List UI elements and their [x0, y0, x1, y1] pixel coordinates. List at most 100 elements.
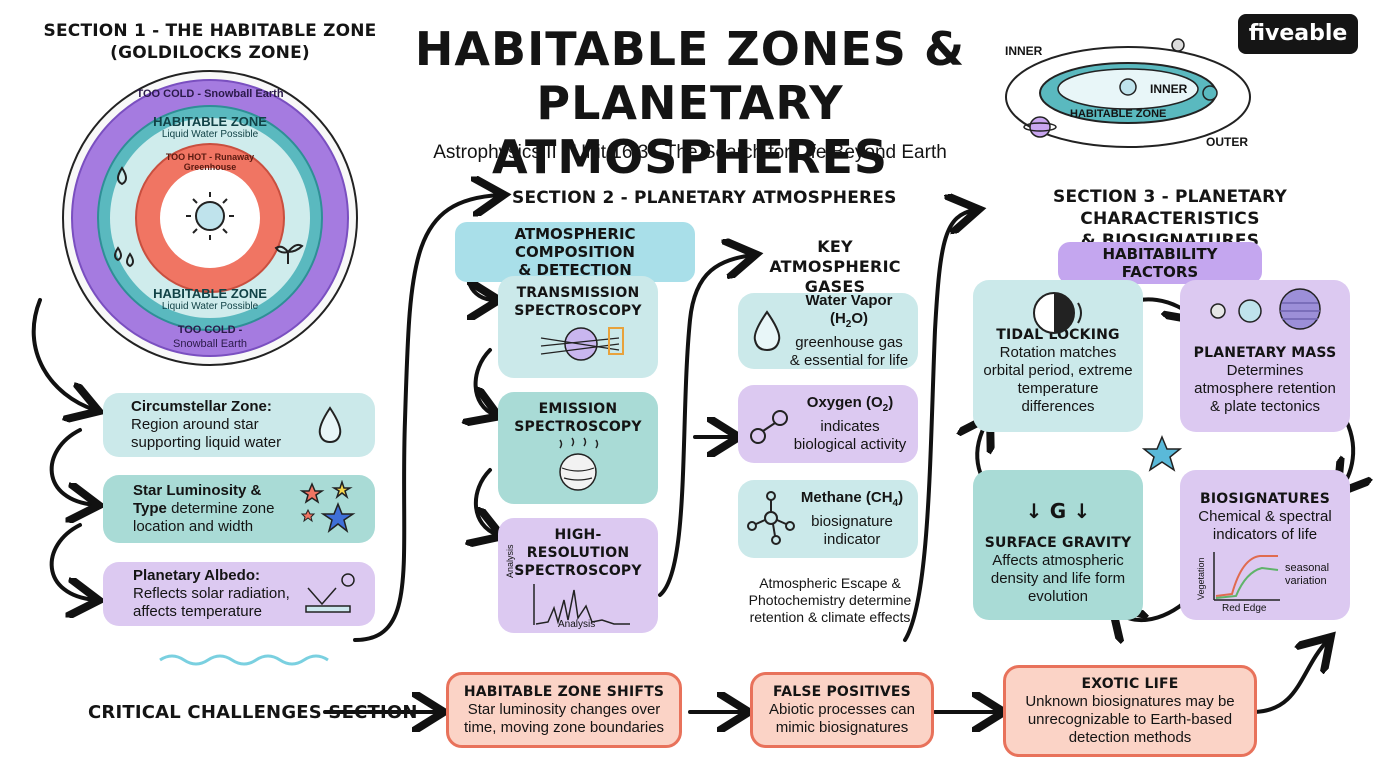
- ring-label-too-cold-top: TOO COLD - Snowball Earth: [136, 88, 284, 100]
- oxygen-line2: biological activity: [793, 436, 907, 453]
- luminosity-title: Star Luminosity &: [133, 482, 262, 499]
- highres-y-label: Analysis: [505, 544, 515, 578]
- false-title: FALSE POSITIVES: [773, 684, 911, 700]
- biosig-y-label: Vegetation: [1196, 557, 1206, 600]
- oxygen-end: ): [888, 394, 894, 411]
- exotic-title: EXOTIC LIFE: [1081, 676, 1179, 692]
- gases-line1: KEY ATMOSPHERIC: [769, 237, 901, 276]
- planetary-albedo-card: Planetary Albedo: Reflects solar radiati…: [103, 562, 375, 626]
- methane-end: ): [898, 489, 904, 506]
- methane-sub: 4: [892, 498, 899, 509]
- transmission-icon: [540, 327, 624, 361]
- luminosity-type: Type: [133, 500, 167, 517]
- oxygen-line1: indicates: [820, 418, 880, 435]
- tidal-locking-card: TIDAL LOCKING Rotation matches orbital p…: [973, 280, 1143, 432]
- title-line-2: PLANETARY ATMOSPHERES: [491, 76, 889, 184]
- biosig-line1: Chemical & spectral: [1198, 508, 1332, 525]
- gravity-line2: density and life form: [990, 570, 1126, 587]
- fiveable-logo[interactable]: fiveable: [1238, 14, 1358, 54]
- atmospheric-escape-note: Atmospheric Escape & Photochemistry dete…: [720, 575, 940, 626]
- water-drop-icon: [318, 406, 342, 444]
- albedo-line2: affects temperature: [133, 603, 262, 620]
- oxygen-name: Oxygen (O: [806, 394, 883, 411]
- tidal-moon-icon: [1033, 292, 1082, 334]
- shifts-title: HABITABLE ZONE SHIFTS: [463, 684, 665, 700]
- tidal-title: TIDAL LOCKING: [996, 327, 1120, 343]
- transmission-line2: SPECTROSCOPY: [514, 303, 642, 319]
- exotic-line3: detection methods: [1068, 729, 1192, 746]
- gravity-symbol-row: ↓ G ↓: [1025, 499, 1091, 523]
- methane-molecule-icon: [747, 491, 795, 545]
- section1-title-line1: SECTION 1 - THE HABITABLE ZONE: [43, 21, 377, 41]
- ring-label-too-cold-bottom-1: TOO COLD -: [177, 324, 243, 336]
- high-resolution-spectroscopy-card: HIGH-RESOLUTION SPECTROSCOPY: [498, 518, 658, 633]
- composition-line2: & DETECTION: [518, 261, 632, 279]
- water-drop-icon: [114, 166, 134, 268]
- atmospheric-composition-pill: ATMOSPHERIC COMPOSITION & DETECTION: [455, 222, 695, 282]
- oxygen-molecule-icon: [750, 410, 788, 444]
- orbit-mini-diagram: [1005, 38, 1251, 148]
- ring-labels: TOO COLD - Snowball Earth HABITABLE ZONE…: [60, 68, 360, 368]
- false-line2: mimic biosignatures: [775, 719, 909, 736]
- emission-line2: SPECTROSCOPY: [514, 419, 642, 435]
- biosig-x-label: Red Edge: [1222, 603, 1267, 614]
- planetary-mass-card: PLANETARY MASS Determines atmosphere ret…: [1180, 280, 1350, 432]
- escape-line3: retention & climate effects: [749, 609, 911, 625]
- shifts-line2: time, moving zone boundaries: [463, 719, 665, 736]
- ring-label-liquid-top: Liquid Water Possible: [161, 129, 259, 140]
- gravity-symbol: G: [1049, 499, 1067, 523]
- section1-title: SECTION 1 - THE HABITABLE ZONE (GOLDILOC…: [30, 20, 390, 64]
- spectrum-plot-icon: [533, 584, 630, 625]
- star-luminosity-card: Star Luminosity & Type determine zone lo…: [103, 475, 375, 543]
- mass-line2: atmosphere retention: [1194, 380, 1336, 397]
- gravity-line1: Affects atmospheric: [992, 552, 1124, 569]
- water-sub: 2: [845, 319, 852, 330]
- circumstellar-line2: supporting liquid water: [131, 434, 282, 451]
- methane-line1: biosignature: [811, 513, 893, 530]
- escape-line1: Atmospheric Escape &: [759, 575, 901, 591]
- arrow-to-section2: [353, 195, 500, 642]
- biosig-title: BIOSIGNATURES: [1200, 491, 1330, 507]
- tidal-line1: Rotation matches: [999, 344, 1117, 361]
- biosignatures-card: BIOSIGNATURES Chemical & spectral indica…: [1180, 470, 1350, 620]
- mass-title: PLANETARY MASS: [1193, 345, 1337, 361]
- ring-label-liquid-bottom: Liquid Water Possible: [161, 301, 259, 312]
- water-end: O): [851, 310, 869, 327]
- mini-inner-label: INNER: [1005, 44, 1043, 58]
- habitable-zone-shifts-card: HABITABLE ZONE SHIFTS Star luminosity ch…: [446, 672, 682, 748]
- composition-line1: ATMOSPHERIC COMPOSITION: [514, 225, 636, 261]
- methane-line2: indicator: [823, 531, 881, 548]
- sun-icon: [1119, 78, 1137, 96]
- planet-sizes-icon: [1210, 288, 1321, 330]
- main-title: HABITABLE ZONES & PLANETARY ATMOSPHERES: [330, 22, 1050, 184]
- albedo-title: Planetary Albedo:: [133, 567, 260, 584]
- transmission-line1: TRANSMISSION: [516, 285, 640, 301]
- mini-habitable-label: HABITABLE ZONE: [1070, 108, 1167, 120]
- mini-outer-label: OUTER: [1206, 135, 1248, 149]
- exotic-line1: Unknown biosignatures may be: [1025, 693, 1235, 710]
- escape-line2: Photochemistry determine: [748, 592, 912, 608]
- biosig-line2: indicators of life: [1212, 526, 1318, 543]
- section2-title: SECTION 2 - PLANETARY ATMOSPHERES: [512, 188, 897, 208]
- oxygen-card: Oxygen (O2) indicates biological activit…: [738, 385, 918, 463]
- planet-icon: [1171, 38, 1185, 52]
- oxygen-sub: 2: [882, 403, 889, 414]
- seasonal-variation-note: seasonal variation: [1285, 562, 1329, 588]
- false-positives-card: FALSE POSITIVES Abiotic processes can mi…: [750, 672, 934, 748]
- water-name: Water Vapor (H: [805, 292, 893, 327]
- water-line1: greenhouse gas: [795, 334, 903, 351]
- gravity-line3: evolution: [1027, 588, 1089, 605]
- habitability-factors-pill: HABITABILITY FACTORS: [1058, 242, 1262, 284]
- luminosity-line2: location and width: [133, 518, 254, 535]
- gases-line2: GASES: [804, 277, 866, 296]
- circumstellar-title: Circumstellar Zone:: [131, 398, 272, 415]
- false-line1: Abiotic processes can: [769, 701, 915, 718]
- red-edge-plot-icon: [1213, 552, 1280, 601]
- highres-x-label: Analysis: [558, 619, 596, 630]
- arrow-ring-to-circumstellar: [31, 298, 95, 410]
- ring-label-habitable-bottom: HABITABLE ZONE: [153, 286, 267, 301]
- mass-line3: & plate tectonics: [1209, 398, 1321, 415]
- highres-line1: HIGH-RESOLUTION: [526, 527, 630, 561]
- mass-line1: Determines: [1226, 362, 1304, 379]
- seasonal-line1: seasonal: [1285, 562, 1330, 574]
